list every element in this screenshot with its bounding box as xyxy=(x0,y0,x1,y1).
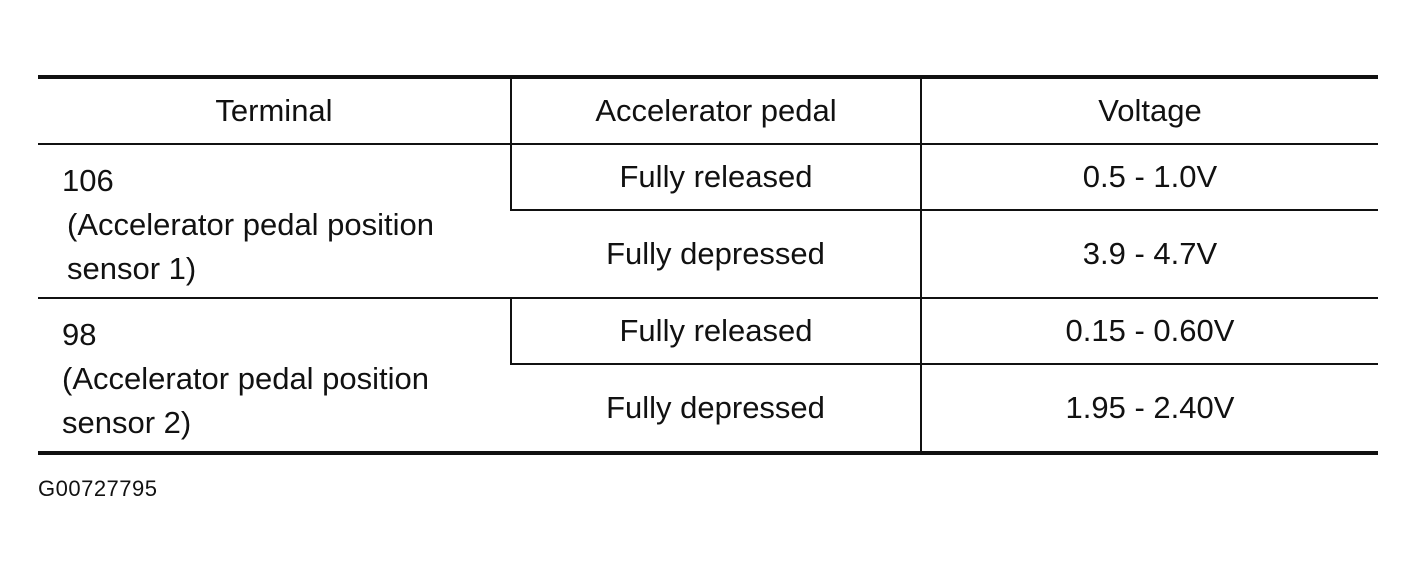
table-row: Fully depressed 1.95 - 2.40V xyxy=(38,364,1378,453)
terminal-cell: 106 (Accelerator pedal position sensor 1… xyxy=(38,144,511,299)
voltage-cell: 3.9 - 4.7V xyxy=(920,210,1378,299)
terminal-number: 98 xyxy=(62,317,97,352)
header-voltage: Voltage xyxy=(920,77,1378,145)
header-terminal: Terminal xyxy=(38,77,511,145)
pedal-state-cell: Fully depressed xyxy=(606,390,825,425)
pedal-state-cell: Fully released xyxy=(510,298,921,365)
voltage-cell: 0.5 - 1.0V xyxy=(920,144,1378,211)
terminal-cell: 98 (Accelerator pedal position sensor 2) xyxy=(38,298,511,453)
header-row: Terminal Accelerator pedal Voltage xyxy=(38,77,1378,145)
table-row: 98 (Accelerator pedal position sensor 2)… xyxy=(38,298,1378,440)
table-row: Fully depressed 3.9 - 4.7V xyxy=(38,210,1378,299)
voltage-cell: 1.95 - 2.40V xyxy=(920,364,1378,453)
voltage-cell: 0.15 - 0.60V xyxy=(920,298,1378,365)
pedal-state-cell: Fully depressed xyxy=(511,210,921,299)
figure-id: G00727795 xyxy=(38,476,158,501)
header-accelerator-pedal: Accelerator pedal xyxy=(510,77,921,145)
pedal-state-cell: Fully released xyxy=(510,144,921,211)
table-row: 106 (Accelerator pedal position sensor 1… xyxy=(38,144,1378,299)
terminal-voltage-table: Terminal Accelerator pedal Voltage 106 (… xyxy=(38,75,1378,455)
terminal-description: (Accelerator pedal position sensor 2) xyxy=(62,361,430,440)
terminal-description: (Accelerator pedal position sensor 1) xyxy=(67,207,435,286)
terminal-number: 106 xyxy=(62,163,114,198)
